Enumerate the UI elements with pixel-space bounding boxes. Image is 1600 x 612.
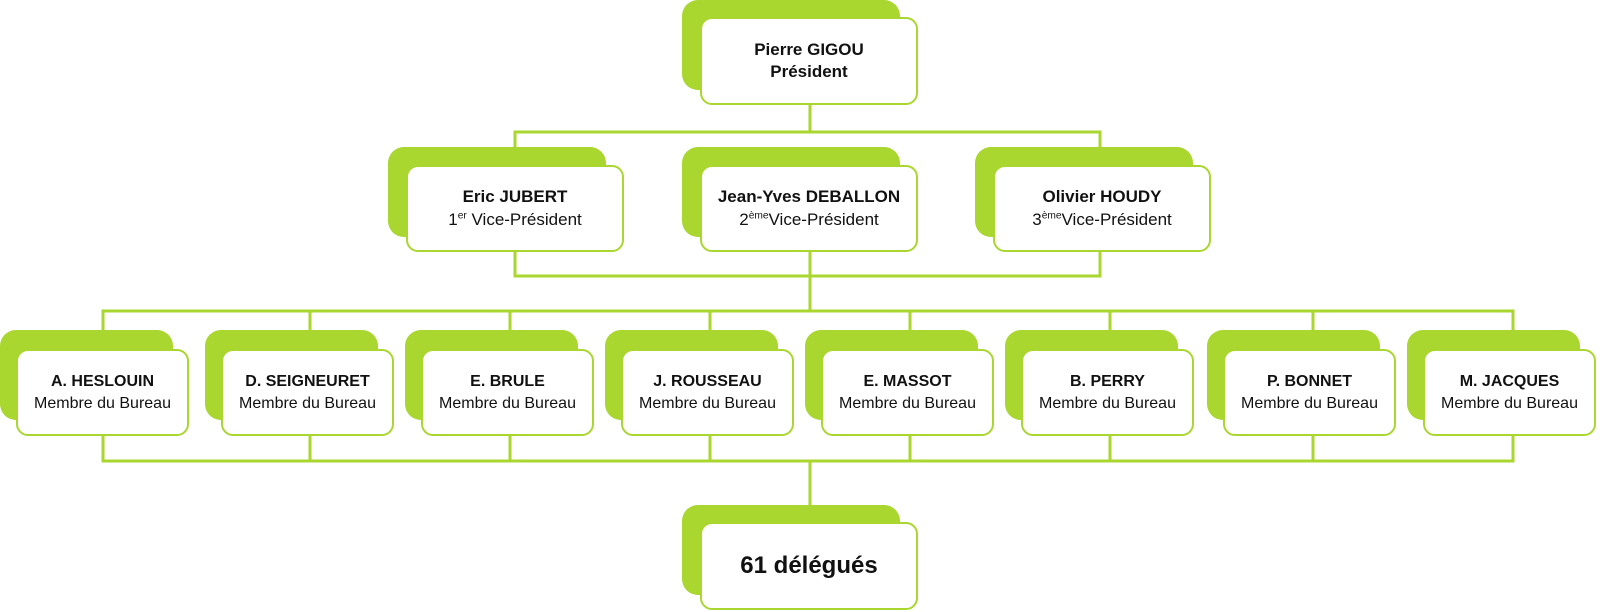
vp-card: Eric JUBERT 1er Vice-Président (406, 165, 624, 252)
vp-ordinal: 1 (448, 209, 458, 229)
member-role: Membre du Bureau (839, 394, 976, 412)
member-name: B. PERRY (1070, 373, 1145, 391)
vp-ordinal: 2 (739, 209, 749, 229)
member-name: D. SEIGNEURET (245, 373, 370, 391)
president-card: Pierre GIGOU Président (700, 17, 918, 105)
vp-name: Olivier HOUDY (1042, 187, 1162, 207)
delegates-card: 61 délégués (700, 522, 918, 610)
vp-ordinal: 3 (1032, 209, 1042, 229)
member-card: E. BRULE Membre du Bureau (421, 349, 594, 436)
vp-ordinal-suffix: er (457, 209, 467, 221)
member-node-7: P. BONNET Membre du Bureau (1207, 330, 1396, 436)
member-node-8: M. JACQUES Membre du Bureau (1407, 330, 1596, 436)
vp-name: Jean-Yves DEBALLON (717, 187, 901, 207)
vp-node-3: Olivier HOUDY 3èmeVice-Président (975, 147, 1211, 253)
member-role: Membre du Bureau (239, 394, 376, 412)
vp-card: Olivier HOUDY 3èmeVice-Président (993, 165, 1211, 252)
vp-role: 1er Vice-Président (448, 209, 582, 231)
member-node-4: J. ROUSSEAU Membre du Bureau (605, 330, 794, 436)
vp-ordinal-suffix: ème (1041, 209, 1062, 221)
member-name: P. BONNET (1266, 373, 1353, 391)
member-name: J. ROUSSEAU (653, 373, 762, 391)
member-node-3: E. BRULE Membre du Bureau (405, 330, 594, 436)
member-card: P. BONNET Membre du Bureau (1223, 349, 1396, 436)
member-card: B. PERRY Membre du Bureau (1021, 349, 1194, 436)
president-name: Pierre GIGOU (754, 39, 864, 59)
vp-role: 2èmeVice-Président (739, 209, 879, 231)
vp-role-label: Vice-Président (1061, 209, 1172, 229)
member-card: E. MASSOT Membre du Bureau (821, 349, 994, 436)
vp-role-label: Vice-Président (466, 209, 582, 229)
member-name: M. JACQUES (1459, 373, 1560, 391)
president-node: Pierre GIGOU Président (682, 0, 918, 106)
member-card: D. SEIGNEURET Membre du Bureau (221, 349, 394, 436)
vp-card: Jean-Yves DEBALLON 2èmeVice-Président (700, 165, 918, 252)
member-role: Membre du Bureau (1241, 394, 1378, 412)
member-role: Membre du Bureau (1039, 394, 1176, 412)
member-name: E. MASSOT (863, 373, 952, 391)
member-role: Membre du Bureau (439, 394, 576, 412)
member-role: Membre du Bureau (34, 394, 171, 412)
member-card: J. ROUSSEAU Membre du Bureau (621, 349, 794, 436)
delegates-node: 61 délégués (682, 505, 918, 611)
president-role: Président (770, 62, 848, 81)
member-node-1: A. HESLOUIN Membre du Bureau (0, 330, 189, 436)
delegates-label: 61 délégués (740, 552, 878, 580)
vp-ordinal-suffix: ème (748, 209, 769, 221)
vp-node-2: Jean-Yves DEBALLON 2èmeVice-Président (682, 147, 918, 253)
member-role: Membre du Bureau (1441, 394, 1578, 412)
member-node-5: E. MASSOT Membre du Bureau (805, 330, 994, 436)
member-card: M. JACQUES Membre du Bureau (1423, 349, 1596, 436)
member-card: A. HESLOUIN Membre du Bureau (16, 349, 189, 436)
member-role: Membre du Bureau (639, 394, 776, 412)
vp-name: Eric JUBERT (462, 187, 568, 207)
member-name: E. BRULE (470, 373, 545, 391)
vp-node-1: Eric JUBERT 1er Vice-Président (388, 147, 624, 253)
vp-role-label: Vice-Président (768, 209, 879, 229)
member-node-6: B. PERRY Membre du Bureau (1005, 330, 1194, 436)
vp-role: 3èmeVice-Président (1032, 209, 1172, 231)
member-name: A. HESLOUIN (50, 373, 155, 391)
member-node-2: D. SEIGNEURET Membre du Bureau (205, 330, 394, 436)
